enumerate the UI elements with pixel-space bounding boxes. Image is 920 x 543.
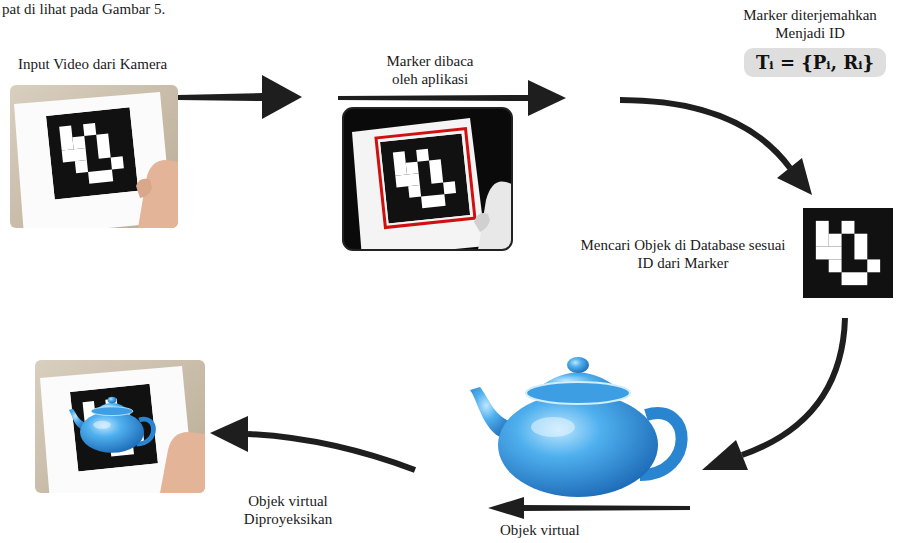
step-label: Mencari Objek di Database sesuai ID dari… xyxy=(572,236,794,272)
formula-box: Tᵢ = {Pᵢ, Rᵢ} xyxy=(744,48,886,77)
step-label: Marker dibaca oleh aplikasi xyxy=(375,52,485,88)
teapot-object xyxy=(470,357,682,497)
step-label: Input Video dari Kamera xyxy=(18,55,167,73)
step-label: pat di lihat pada Gambar 5. xyxy=(2,0,165,18)
marker-id xyxy=(803,208,893,298)
step-label: Objek virtual xyxy=(500,521,580,539)
projected-photo xyxy=(35,360,205,493)
step-label: Marker diterjemahkan Menjadi ID xyxy=(722,6,898,42)
camera-photo xyxy=(10,85,178,228)
thresholded-photo xyxy=(343,108,512,250)
flow-arrows xyxy=(178,75,845,519)
step-label: Objek virtual Diproyeksikan xyxy=(226,492,350,528)
formula-text: Tᵢ = {Pᵢ, Rᵢ} xyxy=(756,52,874,73)
